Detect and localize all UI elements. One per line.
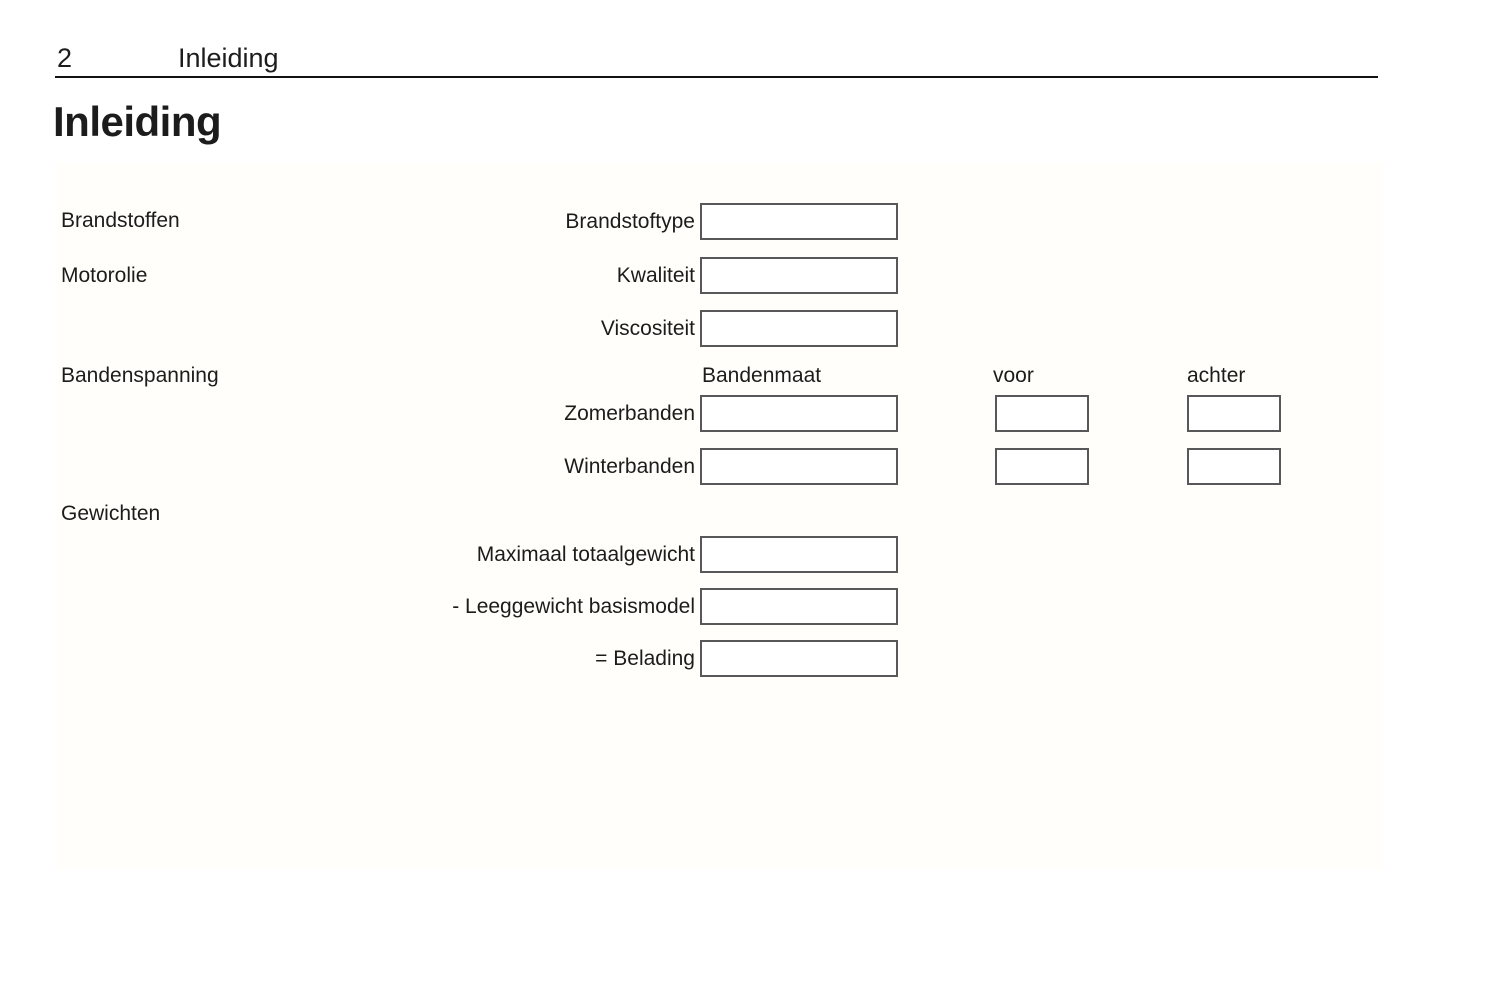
page-title: Inleiding <box>53 98 222 145</box>
row-leeggewicht-basismodel: - Leeggewicht basismodel <box>55 588 1383 625</box>
belading-input[interactable] <box>700 640 898 677</box>
section-label-gewichten: Gewichten <box>61 502 161 525</box>
maximaal-totaalgewicht-input[interactable] <box>700 536 898 573</box>
winterbanden-achter-input[interactable] <box>1187 448 1281 485</box>
kwaliteit-input[interactable] <box>700 257 898 294</box>
row-belading: = Belading <box>55 640 1383 677</box>
row-zomerbanden: Zomerbanden <box>55 395 1383 432</box>
field-label-maximaal-totaalgewicht: Maximaal totaalgewicht <box>476 543 695 566</box>
winterbanden-bandenmaat-input[interactable] <box>700 448 898 485</box>
winterbanden-voor-input[interactable] <box>995 448 1089 485</box>
viscositeit-input[interactable] <box>700 310 898 347</box>
zomerbanden-achter-input[interactable] <box>1187 395 1281 432</box>
row-viscositeit: Viscositeit <box>55 310 1383 347</box>
header-rule <box>55 76 1378 78</box>
form-panel: Brandstoffen Motorolie Bandenspanning Ge… <box>55 162 1383 870</box>
field-label-kwaliteit: Kwaliteit <box>616 264 695 287</box>
row-winterbanden: Winterbanden <box>55 448 1383 485</box>
page-number: 2 <box>57 43 73 73</box>
field-label-brandstoftype: Brandstoftype <box>565 210 695 233</box>
zomerbanden-bandenmaat-input[interactable] <box>700 395 898 432</box>
row-maximaal-totaalgewicht: Maximaal totaalgewicht <box>55 536 1383 573</box>
section-label-brandstoffen: Brandstoffen <box>61 209 180 232</box>
running-title: Inleiding <box>178 43 279 73</box>
leeggewicht-basismodel-input[interactable] <box>700 588 898 625</box>
field-label-belading: = Belading <box>595 647 695 670</box>
brandstoftype-input[interactable] <box>700 203 898 240</box>
section-label-motorolie: Motorolie <box>61 264 148 287</box>
field-label-viscositeit: Viscositeit <box>600 317 695 340</box>
field-label-zomerbanden: Zomerbanden <box>564 402 695 425</box>
zomerbanden-voor-input[interactable] <box>995 395 1089 432</box>
field-label-leeggewicht-basismodel: - Leeggewicht basismodel <box>452 595 695 618</box>
field-label-winterbanden: Winterbanden <box>564 455 695 478</box>
row-brandstoftype: Brandstoftype <box>55 203 1383 240</box>
tire-col-header-voor: voor <box>993 364 1034 387</box>
row-kwaliteit: Kwaliteit <box>55 257 1383 294</box>
tire-col-header-achter: achter <box>1187 364 1246 387</box>
section-label-bandenspanning: Bandenspanning <box>61 364 219 387</box>
tire-col-header-bandenmaat: Bandenmaat <box>702 364 822 387</box>
